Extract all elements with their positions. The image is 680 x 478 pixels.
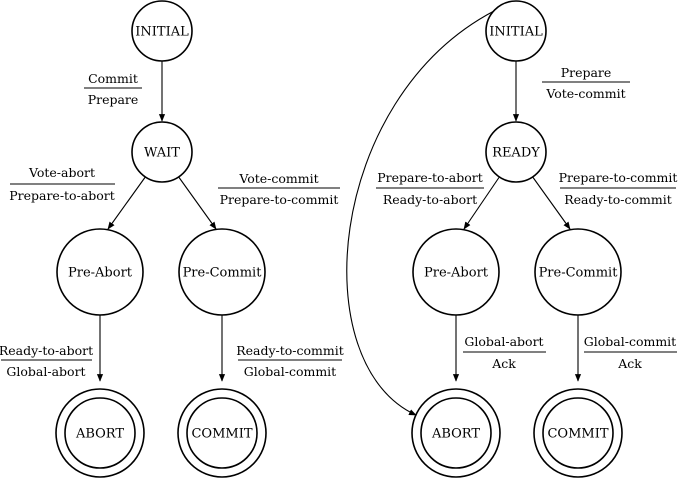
transition-input: Prepare-to-abort [377,170,483,185]
state-ready-label: READY [492,146,540,161]
state-commit-final: COMMIT [177,388,267,478]
transition-output: Prepare-to-commit [220,192,339,207]
state-pre-abort-label: Pre-Abort [68,266,133,281]
transition-output: Prepare-to-abort [9,188,115,203]
transition-output: Prepare [88,92,139,107]
edge-wait-to-pre-commit [177,175,217,230]
state-pre-abort-label: Pre-Abort [424,266,489,281]
transition-label-pre-abort-to-abort: Global-abort Ack [463,334,546,371]
transition-input: Ready-to-commit [236,343,344,358]
transition-label-ready-to-pre-abort: Prepare-to-abort Ready-to-abort [376,170,484,207]
state-initial: INITIAL [131,0,193,62]
transition-label-wait-to-pre-commit: Vote-commit Prepare-to-commit [218,171,340,207]
state-ready: READY [485,121,547,183]
transition-input: Global-commit [584,334,676,349]
transition-input: Global-abort [464,334,543,349]
state-pre-commit-label: Pre-Commit [183,266,263,281]
state-commit-final: COMMIT [533,388,623,478]
state-commit-label: COMMIT [547,427,608,442]
state-wait: WAIT [131,121,193,183]
state-pre-commit-label: Pre-Commit [539,266,619,281]
transition-output: Global-commit [244,364,336,379]
state-wait-label: WAIT [144,146,180,161]
transition-label-ready-to-pre-commit: Prepare-to-commit Ready-to-commit [559,170,678,207]
edge-initial-to-abort-curve [346,10,495,416]
transition-label-initial-to-wait: Commit Prepare [84,71,142,107]
state-pre-commit: Pre-Commit [178,228,266,316]
transition-output: Vote-commit [545,86,625,101]
transition-label-wait-to-pre-abort: Vote-abort Prepare-to-abort [9,165,115,203]
state-commit-label: COMMIT [191,427,252,442]
edge-ready-to-pre-abort [463,175,501,230]
participant-state-machine: INITIAL READY Pre-Abort Pre-Commit ABORT… [346,0,678,478]
state-abort-final: ABORT [411,388,501,478]
state-abort-label: ABORT [75,427,124,442]
state-abort-label: ABORT [431,427,480,442]
transition-label-initial-to-ready: Prepare Vote-commit [542,65,630,101]
state-initial: INITIAL [485,0,547,62]
transition-input: Vote-abort [28,165,95,180]
state-initial-label: INITIAL [489,25,543,40]
transition-label-pre-abort-to-abort: Ready-to-abort Global-abort [0,343,93,379]
state-abort-final: ABORT [55,388,145,478]
transition-input: Prepare [561,65,612,80]
state-pre-abort: Pre-Abort [56,228,144,316]
edge-ready-to-pre-commit [531,175,571,230]
edge-wait-to-pre-abort [107,175,147,230]
transition-output: Ready-to-abort [383,192,477,207]
state-pre-commit: Pre-Commit [534,228,622,316]
transition-output: Ack [617,356,642,371]
transition-input: Ready-to-abort [0,343,93,358]
transition-input: Vote-commit [238,171,318,186]
transition-output: Global-abort [6,364,85,379]
transition-output: Ready-to-commit [564,192,672,207]
transition-label-pre-commit-to-commit: Global-commit Ack [584,334,677,371]
coordinator-state-machine: INITIAL WAIT Pre-Abort Pre-Commit ABORT … [0,0,344,478]
transition-output: Ack [491,356,516,371]
transition-input: Commit [88,71,138,86]
transition-input: Prepare-to-commit [559,170,678,185]
state-initial-label: INITIAL [135,25,189,40]
transition-label-pre-commit-to-commit: Ready-to-commit Global-commit [236,343,344,379]
state-pre-abort: Pre-Abort [412,228,500,316]
